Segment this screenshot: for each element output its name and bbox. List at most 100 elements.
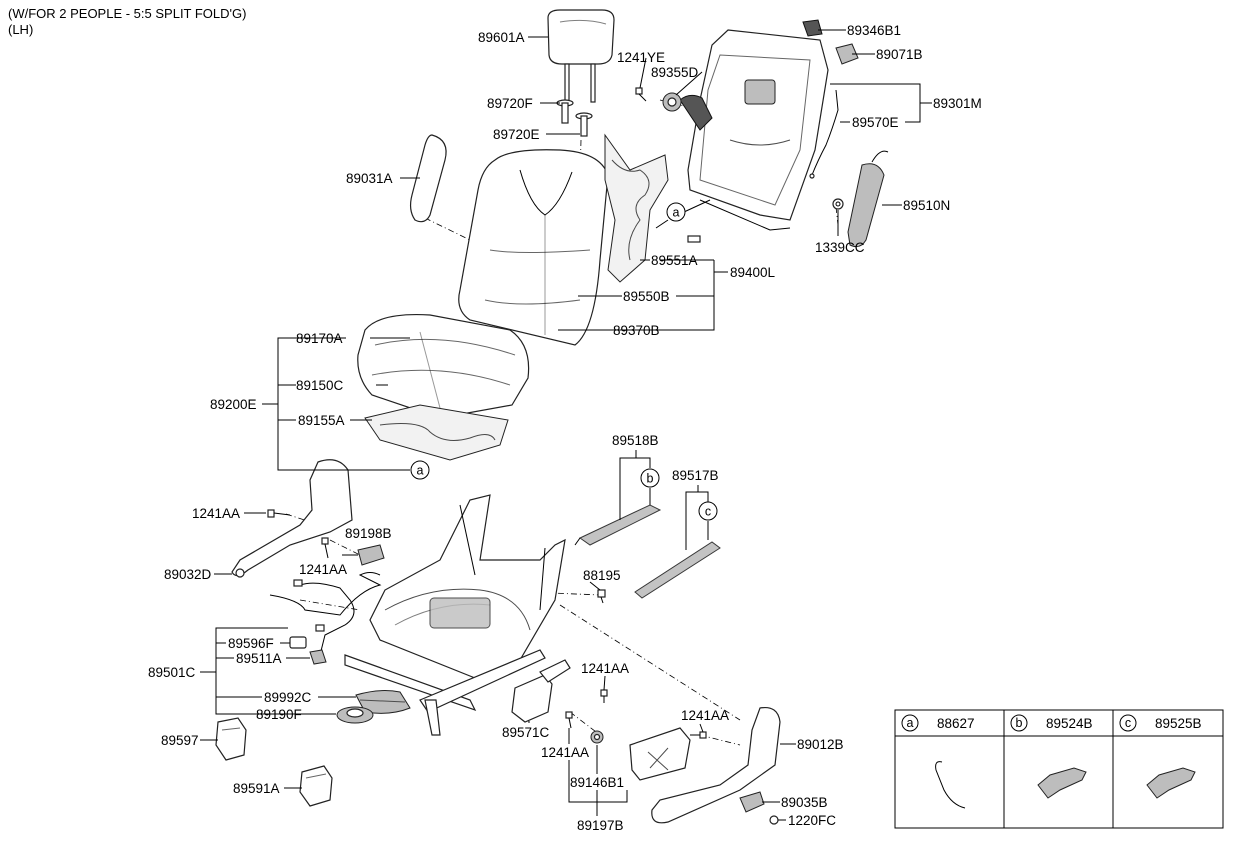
label-1220FC[interactable]: 1220FC	[788, 813, 836, 828]
svg-text:a: a	[673, 206, 680, 220]
label-89346B1[interactable]: 89346B1	[847, 23, 901, 38]
strip-89517B[interactable]	[634, 541, 721, 599]
clip-89346B1[interactable]	[802, 19, 823, 37]
svg-text:89525B: 89525B	[1155, 716, 1202, 731]
label-89601A[interactable]: 89601A	[478, 30, 525, 45]
headrest-guide-89720F[interactable]	[556, 99, 574, 124]
label-89032D[interactable]: 89032D	[164, 567, 212, 582]
bolt-1241AA-mid[interactable]	[321, 537, 329, 559]
label-89596F[interactable]: 89596F	[228, 636, 274, 651]
label-89071B[interactable]: 89071B	[876, 47, 923, 62]
label-89591A[interactable]: 89591A	[233, 781, 280, 796]
label-89370B[interactable]: 89370B	[613, 323, 660, 338]
bolt-1241AA-left[interactable]	[267, 509, 291, 518]
label-89012B[interactable]: 89012B	[797, 737, 844, 752]
side-airbag-89510N[interactable]	[847, 150, 889, 248]
bracket-89571C[interactable]	[511, 659, 571, 723]
label-89551A[interactable]: 89551A	[651, 253, 698, 268]
label-89550B[interactable]: 89550B	[623, 289, 670, 304]
bolt-1241AA-right[interactable]	[690, 731, 707, 739]
label-1241YE[interactable]: 1241YE	[617, 50, 665, 65]
label-89170A[interactable]: 89170A	[296, 331, 343, 346]
label-89517B[interactable]: 89517B	[672, 468, 719, 483]
bolt-1241AA-upper[interactable]	[600, 689, 608, 703]
label-89355D[interactable]: 89355D	[651, 65, 699, 80]
label-1241AA-upper[interactable]: 1241AA	[581, 661, 629, 676]
label-89190F[interactable]: 89190F	[256, 707, 302, 722]
callout-a-cushion[interactable]: a	[410, 460, 430, 480]
latch-89071B[interactable]	[835, 43, 859, 65]
callout-c[interactable]: c	[698, 501, 718, 521]
label-89301M[interactable]: 89301M	[933, 96, 982, 111]
inner-cover-plate[interactable]	[629, 727, 691, 781]
label-1241AA-lower[interactable]: 1241AA	[541, 745, 589, 760]
seat-cushion-frame[interactable]	[344, 494, 566, 736]
module-89992C[interactable]	[355, 690, 411, 714]
cover-89597[interactable]	[215, 717, 247, 761]
headrest-guide-89720E[interactable]	[575, 112, 593, 137]
label-89035B[interactable]: 89035B	[781, 795, 828, 810]
legend-table: a 88627 b 89524B c 89525B	[894, 709, 1224, 829]
side-cover-89012B[interactable]	[651, 706, 781, 824]
label-1241AA-mid[interactable]: 1241AA	[299, 562, 347, 577]
nut-89146B1[interactable]	[590, 730, 604, 744]
label-89150C[interactable]: 89150C	[296, 378, 344, 393]
part-labels: 89601A 1241YE 89355D 89346B1 89071B 8930…	[148, 23, 982, 833]
label-89200E[interactable]: 89200E	[210, 397, 257, 412]
svg-text:a: a	[907, 716, 914, 730]
label-89992C[interactable]: 89992C	[264, 690, 312, 705]
connector-89511A[interactable]	[309, 649, 327, 665]
label-89571C[interactable]: 89571C	[502, 725, 550, 740]
legend-cell-b[interactable]: b 89524B	[1010, 714, 1093, 799]
bracket-89198B[interactable]	[357, 544, 385, 566]
label-1339CC[interactable]: 1339CC	[815, 240, 865, 255]
headrest-assembly[interactable]	[547, 9, 615, 103]
spring-89355D[interactable]	[662, 92, 682, 112]
seat-cushion-cover[interactable]	[357, 313, 530, 419]
legend-cell-a[interactable]: a 88627	[901, 714, 975, 809]
label-89198B[interactable]: 89198B	[345, 526, 392, 541]
motor-89190F[interactable]	[336, 706, 374, 724]
side-panel-89031A[interactable]	[409, 134, 447, 223]
label-89720F[interactable]: 89720F	[487, 96, 533, 111]
label-89510N[interactable]: 89510N	[903, 198, 950, 213]
strip-89518B[interactable]	[574, 504, 662, 546]
label-89197B[interactable]: 89197B	[577, 818, 624, 833]
seat-back-cover[interactable]	[458, 149, 609, 346]
label-89570E[interactable]: 89570E	[852, 115, 899, 130]
label-89511A[interactable]: 89511A	[236, 651, 282, 666]
cable-89570E[interactable]	[809, 89, 839, 179]
screw-1220FC[interactable]	[769, 815, 786, 825]
legend-cell-c[interactable]: c 89525B	[1119, 714, 1202, 799]
nut-1339CC[interactable]	[832, 198, 844, 210]
label-89146B1[interactable]: 89146B1	[570, 775, 624, 790]
sensor-89596F[interactable]	[289, 636, 307, 649]
callout-b[interactable]: b	[640, 468, 660, 488]
knob-89035B[interactable]	[739, 791, 765, 813]
bolt-88195[interactable]	[597, 589, 606, 604]
label-1241AA-right[interactable]: 1241AA	[681, 708, 729, 723]
svg-text:88627: 88627	[937, 716, 975, 731]
label-88195[interactable]: 88195	[583, 568, 621, 583]
side-shield-89032D[interactable]	[231, 459, 353, 578]
label-89155A[interactable]: 89155A	[298, 413, 345, 428]
callout-a-back[interactable]: a	[666, 202, 686, 222]
label-89720E[interactable]: 89720E	[493, 127, 540, 142]
bolt-1241YE[interactable]	[635, 87, 647, 102]
diagram-title: (W/FOR 2 PEOPLE - 5:5 SPLIT FOLD'G)	[8, 6, 246, 21]
svg-text:b: b	[1016, 716, 1023, 730]
svg-text:c: c	[705, 505, 711, 519]
label-1241AA-left[interactable]: 1241AA	[192, 506, 240, 521]
label-89597[interactable]: 89597	[161, 733, 199, 748]
label-89518B[interactable]: 89518B	[612, 433, 659, 448]
seat-back-frame[interactable]	[679, 29, 829, 243]
cushion-heater-mat[interactable]	[364, 404, 509, 461]
label-89501C[interactable]: 89501C	[148, 665, 196, 680]
svg-text:b: b	[647, 472, 654, 486]
svg-text:c: c	[1125, 716, 1131, 730]
label-89400L[interactable]: 89400L	[730, 265, 776, 280]
bolt-1241AA-lower[interactable]	[565, 711, 573, 729]
wiring-harness[interactable]	[269, 572, 382, 656]
cover-89591A[interactable]	[299, 765, 333, 807]
label-89031A[interactable]: 89031A	[346, 171, 393, 186]
